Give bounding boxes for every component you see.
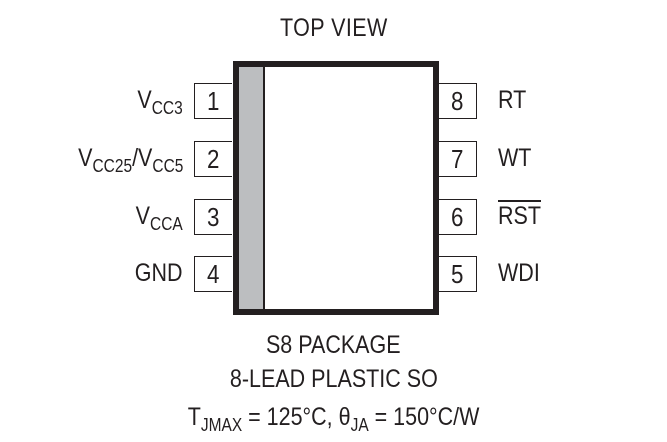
label-text: WDI bbox=[498, 259, 540, 287]
label-text: WT bbox=[498, 144, 532, 172]
label-separator: / bbox=[131, 144, 138, 172]
caption-line-1: S8 PACKAGE bbox=[266, 331, 401, 359]
pin-6-label: RST bbox=[498, 201, 548, 231]
pin-number: 1 bbox=[207, 85, 220, 116]
label-text: RT bbox=[498, 86, 527, 114]
pin-number: 5 bbox=[451, 258, 464, 289]
theta-subscript: JA bbox=[350, 415, 369, 435]
pin-7-box: 7 bbox=[439, 141, 477, 177]
pin-4-box: 4 bbox=[194, 256, 232, 292]
pin-2-label: VCC25/VCC5 bbox=[61, 143, 183, 176]
package-body bbox=[233, 61, 439, 315]
pin-2-box: 2 bbox=[194, 141, 232, 177]
theta-symbol: θ bbox=[338, 403, 351, 431]
pin-number: 4 bbox=[207, 258, 220, 289]
pin-6-box: 6 bbox=[439, 199, 477, 235]
label-main: V bbox=[135, 202, 151, 230]
pin-1-box: 1 bbox=[194, 83, 232, 119]
label-text-active-low: RST bbox=[498, 202, 541, 230]
pin-1-label: VCC3 bbox=[130, 85, 183, 118]
label-subscript-2: CC5 bbox=[152, 156, 183, 176]
pin-number: 7 bbox=[451, 143, 464, 174]
package-name: S8 PACKAGE bbox=[0, 330, 667, 360]
pin-8-label: RT bbox=[498, 85, 531, 115]
label-main: V bbox=[137, 86, 153, 114]
theta-value: = 150°C/W bbox=[368, 403, 480, 431]
diagram-title: TOP VIEW bbox=[279, 14, 388, 42]
label-main: GND bbox=[135, 259, 183, 287]
tj-symbol: T bbox=[187, 403, 201, 431]
label-subscript: CC25 bbox=[92, 156, 132, 176]
thermal-specs: TJMAX = 125°C, θJA = 150°C/W bbox=[0, 402, 667, 435]
pin1-indicator-stripe bbox=[239, 67, 265, 309]
pin-3-label: VCCA bbox=[128, 201, 183, 234]
tj-value: = 125°C, bbox=[242, 403, 339, 431]
label-main-2: V bbox=[137, 144, 153, 172]
pin-number: 2 bbox=[207, 143, 220, 174]
tj-subscript: JMAX bbox=[200, 415, 243, 435]
label-subscript: CCA bbox=[150, 214, 183, 234]
pin-number: 3 bbox=[207, 201, 220, 232]
package-description: 8-LEAD PLASTIC SO bbox=[0, 364, 667, 394]
caption-line-2: 8-LEAD PLASTIC SO bbox=[229, 365, 438, 393]
pin-4-label: GND bbox=[127, 258, 183, 288]
pin-7-label: WT bbox=[498, 143, 537, 173]
pin-number: 8 bbox=[451, 85, 464, 116]
pin-5-box: 5 bbox=[439, 256, 477, 292]
pin-3-box: 3 bbox=[194, 199, 232, 235]
pin-8-box: 8 bbox=[439, 83, 477, 119]
label-subscript: CC3 bbox=[152, 98, 183, 118]
pin-number: 6 bbox=[451, 201, 464, 232]
pin-5-label: WDI bbox=[498, 258, 547, 288]
label-main: V bbox=[77, 144, 93, 172]
